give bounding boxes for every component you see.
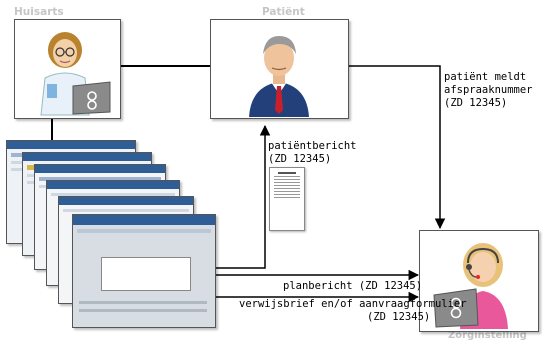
- referral-label: verwijsbrief en/of aanvraagformulier (ZD…: [239, 298, 467, 324]
- screen-6: [72, 214, 216, 328]
- gp-box: [14, 19, 121, 119]
- document-icon: [269, 167, 305, 231]
- patient-facility-arrow: [348, 65, 446, 230]
- gp-system-screens: [6, 140, 221, 335]
- patient-to-facility-line3: (ZD 12345): [444, 97, 508, 109]
- patient-report-arrow: [214, 124, 271, 269]
- referral-line2: (ZD 12345): [367, 311, 431, 323]
- patient-report-line1: patiëntbericht: [268, 140, 357, 152]
- screen-dialog: [101, 257, 191, 291]
- gp-label: Huisarts: [14, 6, 64, 18]
- patient-icon: [249, 36, 309, 117]
- plan-report-label: planbericht (ZD 12345): [283, 280, 423, 292]
- patient-label: Patiënt: [262, 6, 305, 18]
- patient-to-facility-line2: afspraaknummer: [444, 84, 533, 96]
- referral-line1: verwijsbrief en/of aanvraagformulier: [239, 298, 467, 310]
- receptionist-icon: [433, 243, 508, 329]
- facility-label: Zorginstelling: [448, 330, 527, 341]
- patient-report-line2: (ZD 12345): [268, 153, 332, 165]
- patient-to-facility-line1: patiënt meldt: [444, 71, 527, 83]
- patient-report-label: patiëntbericht (ZD 12345): [268, 140, 357, 166]
- patient-to-facility-label: patiënt meldt afspraaknummer (ZD 12345): [444, 71, 533, 110]
- patient-box: [210, 19, 349, 119]
- facility-box: [419, 230, 539, 332]
- doctor-icon: [40, 32, 111, 116]
